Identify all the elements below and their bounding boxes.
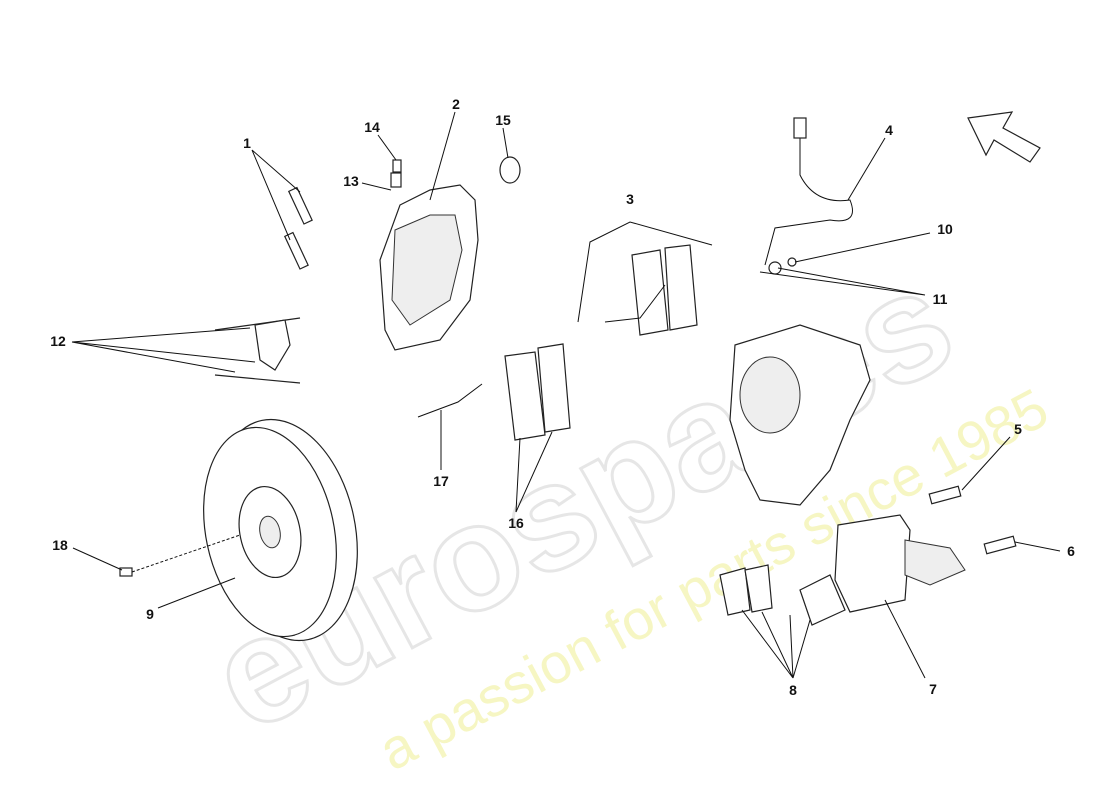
- part-9-brake-disc: [203, 418, 358, 642]
- part-5-bolt: [928, 485, 962, 505]
- callout-6: 6: [1067, 543, 1075, 559]
- arrow-up-left-icon: [967, 111, 1041, 163]
- part-8-rear-pads: [719, 564, 846, 626]
- part-12-pins-clip: [214, 317, 301, 384]
- part-1-bolts: [283, 186, 313, 270]
- part-17-wear-sensor: [417, 383, 483, 418]
- callout-3: 3: [626, 191, 634, 207]
- part-16-pads: [504, 343, 571, 441]
- wheel-hub-carrier: [729, 324, 871, 506]
- callout-14: 14: [364, 119, 380, 135]
- callout-12: 12: [50, 333, 66, 349]
- callout-4: 4: [885, 122, 893, 138]
- callout-8: 8: [789, 682, 797, 698]
- callout-5: 5: [1014, 421, 1022, 437]
- part-7-rear-caliper: [834, 514, 966, 613]
- part-3-pads: [604, 244, 698, 336]
- callout-9: 9: [146, 606, 154, 622]
- part-4-brake-hose: [764, 117, 853, 275]
- part-2-caliper: [379, 184, 479, 351]
- part-15-seal: [499, 156, 521, 184]
- callout-7: 7: [929, 681, 937, 697]
- callout-13: 13: [343, 173, 359, 189]
- callout-2: 2: [452, 96, 460, 112]
- part-13-14-bleeder: [390, 159, 402, 188]
- callout-18: 18: [52, 537, 68, 553]
- callout-16: 16: [508, 515, 524, 531]
- callout-10: 10: [937, 221, 953, 237]
- part-6-bolt: [983, 535, 1017, 555]
- callout-labels: 1 2 3 4 5 6 7 8 9 10 11 12 13 14 15 16 1…: [50, 96, 1075, 698]
- callout-1: 1: [243, 135, 251, 151]
- callout-17: 17: [433, 473, 449, 489]
- callout-15: 15: [495, 112, 511, 128]
- callout-11: 11: [933, 291, 948, 307]
- leader-lines: [71, 111, 1061, 679]
- part-18-screw: [119, 534, 241, 577]
